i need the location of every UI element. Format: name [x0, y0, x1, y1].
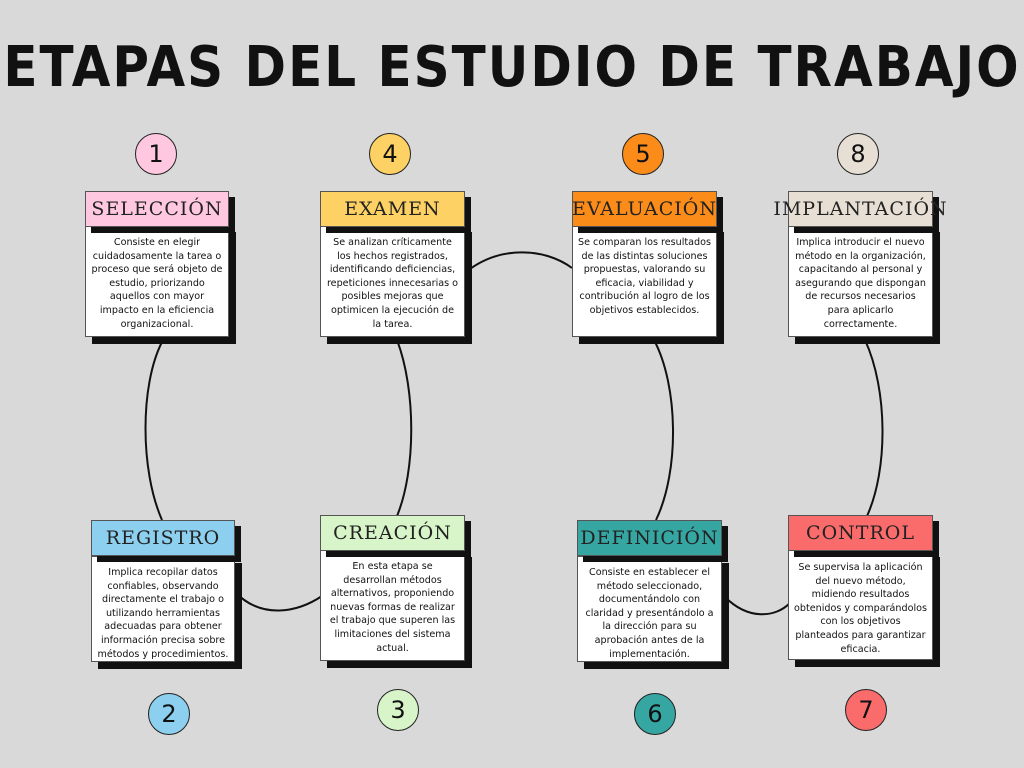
stage-number-5: 5	[622, 133, 664, 175]
stage-heading: EXAMEN	[320, 191, 465, 227]
stage-number-7: 7	[845, 689, 887, 731]
stage-heading: EVALUACIÓN	[572, 191, 717, 227]
stage-number-4: 4	[369, 133, 411, 175]
stage-heading: IMPLANTACIÓN	[773, 191, 947, 227]
stage-description: Se supervisa la aplicación del nuevo mét…	[794, 562, 927, 655]
connector-3-4	[396, 339, 413, 517]
stage-heading: CREACIÓN	[320, 515, 465, 551]
stage-description: En esta etapa se desarrollan métodos alt…	[329, 561, 456, 654]
stage-description: Implica recopilar datos confiables, obse…	[97, 567, 229, 660]
page-title: ETAPAS DEL ESTUDIO DE TRABAJO	[3, 34, 1021, 100]
stage-description: Se analizan críticamente los hechos regi…	[326, 237, 459, 330]
connector-7-8	[864, 339, 884, 517]
stage-heading: DEFINICIÓN	[577, 520, 722, 556]
connector-6-7	[724, 596, 791, 616]
stage-heading: REGISTRO	[91, 520, 235, 556]
stage-number-2: 2	[148, 693, 190, 735]
stage-heading: SELECCIÓN	[85, 191, 229, 227]
connector-2-3	[234, 591, 323, 612]
stage-description: Implica introducir el nuevo método en la…	[795, 237, 926, 330]
connector-5-6	[653, 339, 674, 521]
stage-description: Se comparan los resultados de las distin…	[578, 237, 712, 316]
stage-number-1: 1	[135, 133, 177, 175]
stage-heading: CONTROL	[788, 515, 933, 551]
stage-number-8: 8	[837, 133, 879, 175]
stage-number-3: 3	[377, 689, 419, 731]
stage-description: Consiste en establecer el método selecci…	[585, 567, 714, 660]
stage-number-6: 6	[634, 693, 676, 735]
connector-4-5	[465, 251, 573, 273]
stage-description: Consiste en elegir cuidadosamente la tar…	[91, 237, 223, 330]
connector-1-2	[144, 341, 163, 521]
